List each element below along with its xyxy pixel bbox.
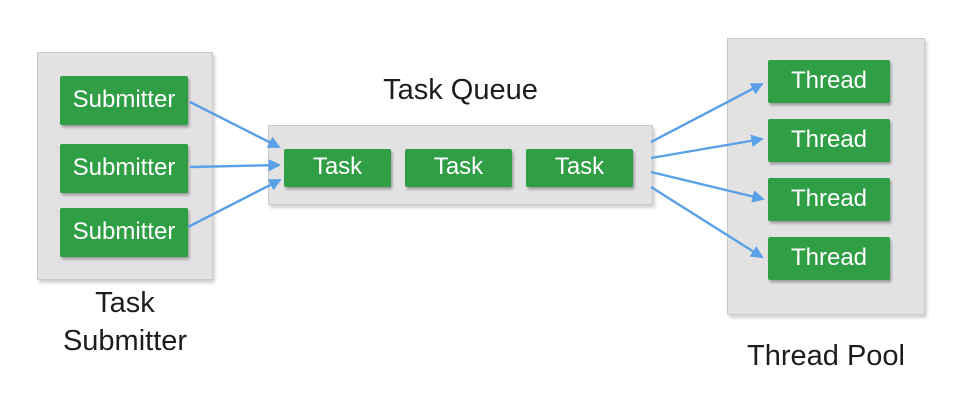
thread-node: Thread	[768, 237, 890, 280]
submitter-panel-label-line1: Task	[95, 287, 155, 319]
thread-pool-panel: Thread Thread Thread Thread	[727, 38, 925, 315]
task-node: Task	[284, 149, 391, 187]
task-node: Task	[405, 149, 512, 187]
submitter-node: Submitter	[60, 76, 188, 125]
submitter-panel-label: Task Submitter	[25, 284, 225, 360]
task-queue-panel: Task Task Task	[268, 125, 653, 205]
submitter-node: Submitter	[60, 144, 188, 193]
submitter-node: Submitter	[60, 208, 188, 257]
submitter-panel: Submitter Submitter Submitter	[37, 52, 213, 280]
submitter-panel-label-line2: Submitter	[62, 325, 188, 357]
thread-pool-label: Thread Pool	[747, 340, 905, 372]
thread-node: Thread	[768, 178, 890, 221]
thread-node: Thread	[768, 60, 890, 103]
thread-node: Thread	[768, 119, 890, 162]
task-node: Task	[526, 149, 633, 187]
task-queue-title: Task Queue	[383, 74, 538, 106]
